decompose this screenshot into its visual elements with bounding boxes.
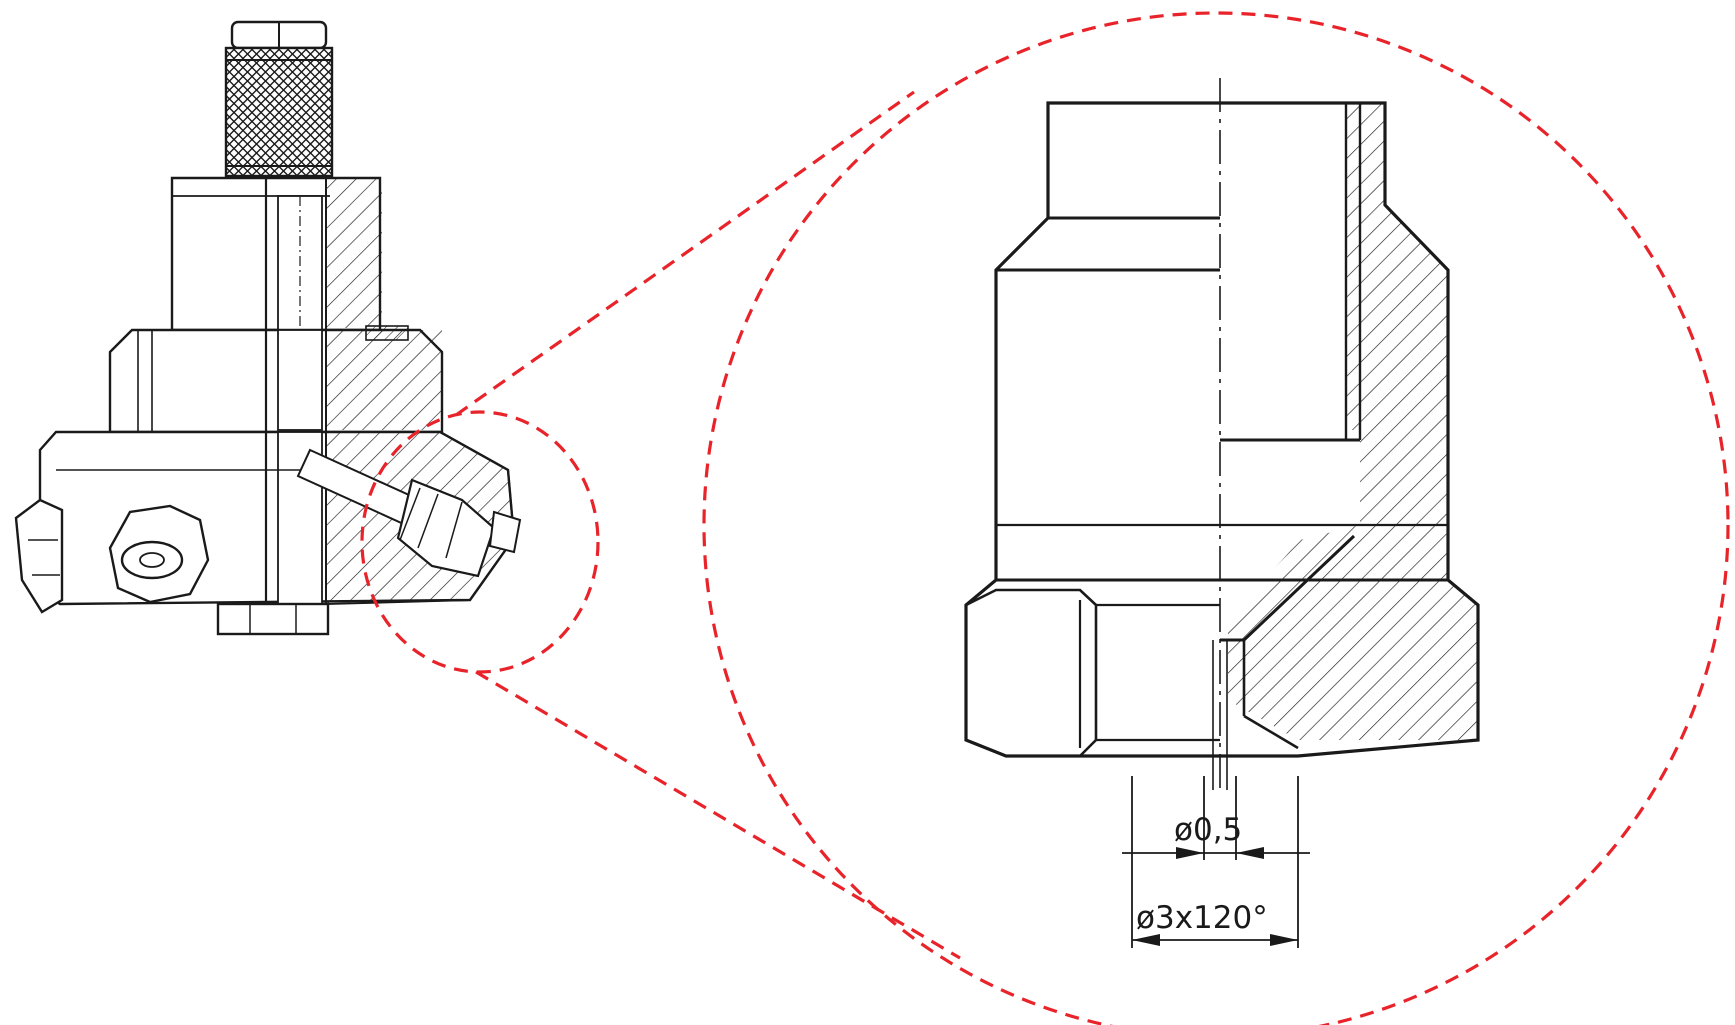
upper-cylinder (170, 176, 382, 332)
dim-line-orifice (1122, 847, 1310, 859)
outer-profile (964, 101, 1480, 758)
nozzle-detail-section (964, 78, 1480, 790)
mesh-filter (224, 46, 334, 178)
zoom-leader-lower (475, 670, 961, 960)
front-nozzle (108, 504, 210, 604)
section-hatch (1220, 103, 1478, 740)
zoom-highlight (360, 11, 1730, 1025)
zoom-leader-upper (455, 90, 915, 417)
middle-body (108, 325, 444, 434)
dim-label-counterbore: ø3x120° (1136, 900, 1268, 936)
top-screw (230, 20, 328, 50)
dim-line-counterbore (1132, 934, 1298, 946)
atomizer-head-overview (14, 20, 522, 636)
dimensions: ø0,5 ø3x120° (1122, 776, 1310, 948)
hex-nut (964, 588, 1098, 758)
right-nozzle (396, 478, 522, 578)
zoom-source-circle (360, 410, 600, 674)
left-nozzle (14, 498, 64, 614)
zoom-detail-circle (702, 11, 1730, 1025)
dim-label-orifice: ø0,5 (1174, 812, 1242, 848)
